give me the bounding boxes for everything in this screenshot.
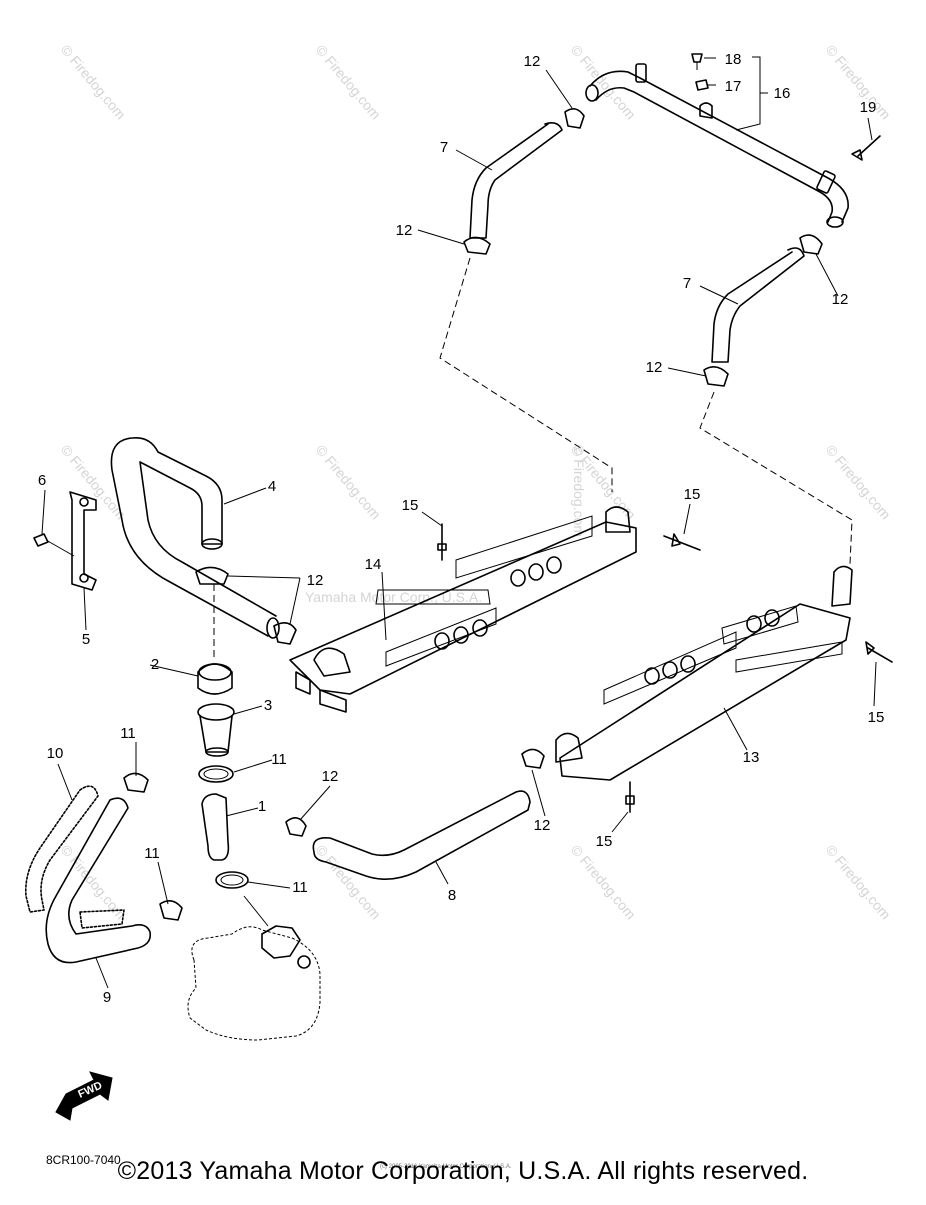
drawing-code: 8CR100-7040 [46, 1153, 121, 1167]
rivet-part-15-a [437, 523, 447, 561]
routing-line-right [699, 391, 853, 565]
callout-15: 15 [402, 497, 419, 514]
callout-11: 11 [292, 879, 308, 896]
hose-clamp-part-12-f [273, 622, 297, 645]
hose-clamp-part-11-d [215, 871, 249, 889]
callout-11: 11 [271, 751, 287, 768]
rivet-part-15-d [625, 781, 635, 813]
firedog-watermark: © Firedog.com [568, 842, 639, 923]
hose-clamp-part-12-a [564, 108, 585, 129]
radiator-part-13 [555, 565, 853, 781]
callout-4: 4 [268, 478, 276, 495]
callout-7: 7 [683, 275, 691, 292]
callout-19: 19 [860, 99, 877, 116]
hose-clamp-part-11-a [123, 772, 149, 793]
bracket-16 [735, 56, 768, 131]
callout-11: 11 [120, 725, 136, 742]
hose-part-10 [24, 785, 99, 913]
callout-12: 12 [396, 222, 413, 239]
callout-14: 14 [365, 556, 382, 573]
rivet-part-15-c [865, 641, 893, 663]
callout-18: 18 [725, 51, 742, 68]
callout-1: 1 [258, 798, 266, 815]
hose-part-8 [312, 790, 531, 880]
callout-17: 17 [725, 78, 742, 95]
firedog-watermark: © Firedog.com [823, 42, 894, 123]
center-watermark: Yamaha Motor Corp., U.S.A. [305, 589, 482, 605]
copyright-notice: ©2013 Yamaha Motor Corporation, U.S.A. A… [117, 1157, 809, 1185]
firedog-watermark: © Firedog.com [58, 42, 129, 123]
callout-2: 2 [151, 656, 159, 673]
leader-lines [41, 69, 877, 989]
callout-10: 10 [47, 745, 64, 762]
washer-part-17 [695, 79, 709, 91]
callout-12: 12 [322, 768, 339, 785]
callout-9: 9 [103, 989, 111, 1006]
callout-12: 12 [832, 291, 849, 308]
hose-clamp-part-11-b [198, 765, 234, 783]
firedog-watermark: © Firedog.com [823, 442, 894, 523]
callout-11: 11 [144, 845, 160, 862]
bolt-part-6 [33, 533, 75, 557]
callout-13: 13 [743, 749, 760, 766]
tiny-footer-text: (c) 2005-2016 Yamaha Motor Corporation, … [380, 1164, 512, 1170]
callout-8: 8 [448, 887, 456, 904]
rivet-part-15-b [663, 533, 701, 551]
callout-15: 15 [868, 709, 885, 726]
hose-part-9 [45, 797, 152, 964]
water-pump-housing [187, 925, 321, 1041]
callout-7: 7 [440, 139, 448, 156]
watermark-layer: © Firedog.com © Firedog.com © Firedog.com ©… [58, 42, 894, 923]
firedog-watermark: © Firedog.com [823, 842, 894, 923]
outlet-pipe-part-16 [585, 63, 849, 228]
hose-clamp-part-12-c [799, 234, 823, 255]
radiator-part-14 [289, 506, 637, 713]
thermostat-housing-part-3 [197, 703, 235, 757]
hose-clamp-part-12-b [463, 236, 491, 255]
callout-15: 15 [684, 486, 701, 503]
callout-16: 16 [774, 85, 791, 102]
center-watermark-rotated: © Firedog.com [571, 445, 587, 537]
callout-layer: 1234567789101111111112121212121212131415… [38, 51, 885, 1006]
callout-3: 3 [264, 697, 272, 714]
bleed-screw-part-18 [691, 53, 703, 70]
callout-12: 12 [307, 572, 324, 589]
callout-6: 6 [38, 472, 46, 489]
hose-part-1 [201, 793, 230, 861]
rivet-part-19 [851, 135, 881, 161]
firedog-watermark: © Firedog.com [313, 42, 384, 123]
hose-clamp-part-12-h [521, 748, 545, 769]
callout-5: 5 [82, 631, 90, 648]
callout-15: 15 [596, 833, 613, 850]
stay-part-5 [69, 491, 97, 591]
thermostat-cap-part-2 [197, 663, 233, 695]
hose-clamp-part-11-c [159, 900, 183, 921]
hose-part-7-left [469, 122, 563, 239]
routing-line-left [439, 257, 613, 492]
callout-12: 12 [524, 53, 541, 70]
hose-part-4 [110, 436, 280, 639]
hose-clamp-part-12-d [703, 366, 729, 387]
firedog-watermark: © Firedog.com [313, 442, 384, 523]
forward-direction-arrow: FWD [55, 1071, 113, 1121]
hose-clamp-part-12-e [195, 566, 229, 585]
hose-clamp-part-12-g [285, 817, 307, 837]
callout-12: 12 [646, 359, 663, 376]
hose-part-7-right [711, 247, 805, 363]
callout-12: 12 [534, 817, 551, 834]
